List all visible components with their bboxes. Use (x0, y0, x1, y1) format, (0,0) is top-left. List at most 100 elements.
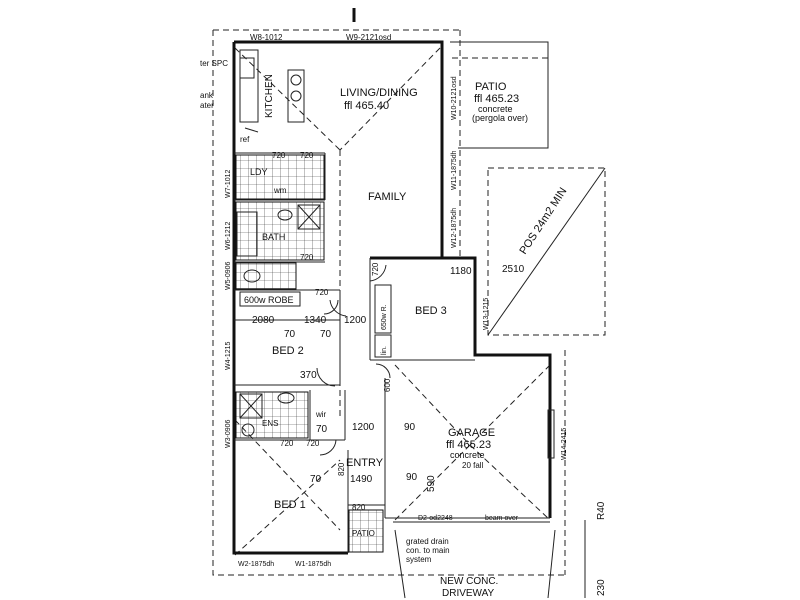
dim-1490: 1490 (350, 474, 373, 485)
basin (277, 209, 293, 221)
room-kitchen: KITCHEN (264, 74, 275, 118)
shower (297, 204, 321, 230)
ens-tile (235, 391, 309, 439)
room-garage-mat: concrete (450, 450, 485, 460)
dim-720c: 720 (300, 253, 314, 262)
porch-tile (348, 509, 384, 553)
room-wir: wir (315, 410, 327, 419)
dim-1200a: 1200 (344, 315, 367, 326)
note-230: 230 (596, 579, 607, 596)
patio-area (450, 41, 549, 149)
window-w12: W12-1875dh (451, 208, 458, 248)
room-robe: 600w ROBE (244, 295, 294, 305)
ldy-tile (235, 154, 325, 200)
dim-720b: 720 (300, 151, 314, 160)
window-w14: W14-2415 (561, 428, 568, 460)
room-lin: lin. (381, 346, 388, 355)
window-w2: W2-1875dh (238, 561, 274, 568)
dim-1180: 1180 (450, 266, 472, 277)
room-wm: wm (273, 186, 287, 195)
dim-90b: 90 (406, 472, 418, 483)
boundary-lines (212, 29, 566, 576)
room-bath: BATH (262, 232, 285, 242)
dim-370: 370 (300, 370, 317, 381)
note-driveway1: NEW CONC. (440, 576, 498, 587)
room-garage: GARAGE (448, 427, 495, 439)
exterior-walls (232, 40, 552, 555)
bed3-robe (374, 284, 392, 334)
note-tank1: ank (200, 91, 214, 100)
door-d2: D2-od2248 (418, 515, 453, 522)
room-living-fl: ffl 465.40 (344, 100, 389, 112)
robe-box (239, 291, 301, 307)
dim-720f: 720 (280, 439, 294, 448)
dim-70a: 70 (284, 329, 296, 340)
note-r40: R40 (596, 501, 607, 520)
room-living: LIVING/DINING (340, 87, 418, 99)
window-w11: W11-1875dh (451, 150, 458, 190)
beam-over: beam over (485, 515, 519, 522)
window-w3: W3-0906 (225, 419, 232, 448)
room-patio-fl: ffl 465.23 (474, 93, 519, 105)
dim-590: 590 (426, 475, 437, 492)
window-w1: W1-1875dh (295, 561, 331, 568)
linen (374, 334, 392, 358)
window-w5: W5-0906 (225, 261, 232, 290)
pos-area (487, 167, 606, 336)
note-drain3: system (406, 555, 432, 564)
room-robe-r: 650w R. (381, 304, 388, 330)
door-swings (316, 264, 391, 456)
room-garage-fl: ffl 465.23 (446, 439, 491, 451)
window-w7: W7-1012 (225, 169, 232, 198)
room-porch: PATIO (352, 529, 375, 538)
room-bed3: BED 3 (415, 305, 447, 317)
note-drain1: grated drain (406, 537, 449, 546)
dim-70b: 70 (320, 329, 332, 340)
room-ref: ref (240, 135, 250, 144)
room-patio-note: (pergola over) (472, 113, 528, 123)
room-family: FAMILY (368, 191, 407, 203)
toilet (243, 269, 261, 283)
window-w9: W9-2121osd (346, 33, 391, 42)
room-entry: ENTRY (346, 457, 384, 469)
window-w10: W10-2121osd (451, 76, 458, 120)
room-garage-fall: 20 fall (462, 461, 484, 470)
window-w6: W6-1212 (225, 221, 232, 250)
kitchen-fixtures (239, 49, 305, 133)
window-w4: W4-1215 (225, 341, 232, 370)
note-driveway2: DRIVEWAY (442, 588, 495, 599)
bath-tile (235, 201, 325, 261)
dim-720g: 720 (306, 439, 320, 448)
dim-720a: 720 (272, 151, 286, 160)
note-tank2: ater (200, 101, 214, 110)
dim-70c: 70 (316, 424, 328, 435)
dim-2080: 2080 (252, 315, 275, 326)
dim-820b: 820 (352, 503, 366, 512)
dim-1200b: 1200 (352, 422, 375, 433)
pos-label: POS 24m2 MIN (517, 185, 569, 256)
room-patio-mat: concrete (478, 104, 513, 114)
wc-tile (235, 262, 297, 290)
window-w8: W8-1012 (250, 33, 283, 42)
room-patio: PATIO (475, 81, 507, 93)
dim-70d: 70 (310, 474, 322, 485)
driveway (393, 521, 556, 599)
dim-90a: 90 (404, 422, 416, 433)
room-bed1: BED 1 (274, 499, 306, 511)
dim-1340: 1340 (304, 315, 327, 326)
bathtub (236, 211, 258, 257)
window-w13: W13-1215 (483, 298, 490, 330)
dim-720e: 720 (371, 262, 380, 276)
note-drain2: con. to main (406, 546, 450, 555)
room-ldy: LDY (250, 167, 268, 177)
dim-600: 600 (383, 378, 392, 392)
dim-2510: 2510 (502, 264, 525, 275)
interior-walls (234, 152, 550, 553)
garage-window (547, 409, 555, 459)
room-ens: ENS (262, 419, 278, 428)
dim-820a: 820 (337, 462, 346, 476)
dim-720d: 720 (315, 288, 329, 297)
pos-diagonal (487, 167, 606, 336)
note-water: ter SPC (200, 59, 228, 68)
